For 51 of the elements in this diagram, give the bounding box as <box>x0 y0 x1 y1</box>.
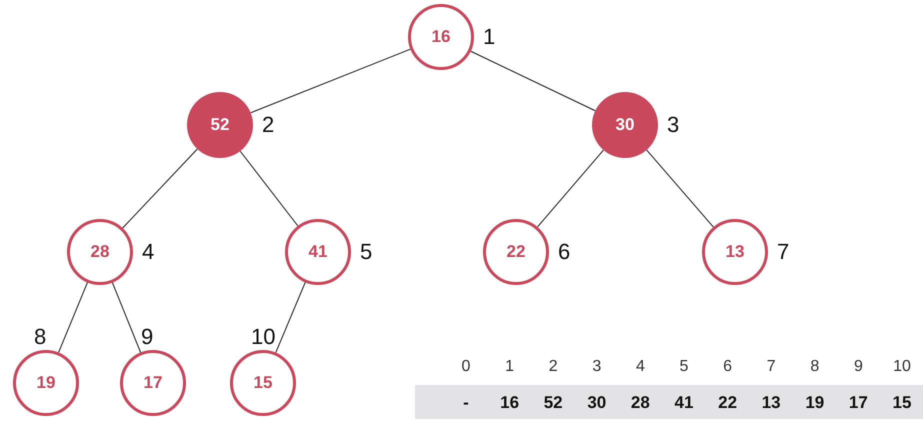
array-index: 9 <box>852 359 864 375</box>
index-number: 9 <box>141 326 154 348</box>
array-value: 13 <box>760 394 782 411</box>
index-number: 3 <box>667 114 680 136</box>
index-number: 7 <box>777 241 790 263</box>
array-index: 0 <box>460 359 472 375</box>
array-index: 6 <box>722 359 734 375</box>
tree-node: 41 <box>285 219 351 285</box>
index-number: 10 <box>251 326 276 348</box>
tree-node: 22 <box>483 219 549 285</box>
highlighted-tree-node: 52 <box>187 92 253 158</box>
tree-edge <box>470 50 596 112</box>
index-number: 6 <box>558 241 570 263</box>
tree-node: 17 <box>120 350 186 416</box>
array-value: 22 <box>717 394 738 411</box>
array-value: 16 <box>499 394 520 411</box>
array-value: 52 <box>542 394 564 411</box>
array-index: 3 <box>591 359 602 375</box>
tree-edge <box>240 150 298 226</box>
index-number: 4 <box>142 241 154 263</box>
tree-node: 28 <box>67 219 133 285</box>
tree-edge <box>250 48 411 114</box>
tree-node: 13 <box>702 219 768 285</box>
array-index: 2 <box>548 359 559 375</box>
array-value: 28 <box>630 394 651 411</box>
tree-edge <box>275 282 306 354</box>
tree-edge <box>122 148 198 229</box>
array-index: 10 <box>892 359 912 375</box>
index-number: 8 <box>34 326 46 348</box>
tree-node: 15 <box>230 350 296 416</box>
array-index: 5 <box>678 359 690 375</box>
index-number: 2 <box>262 114 274 136</box>
array-index: 7 <box>766 359 777 375</box>
tree-node: 19 <box>13 350 79 416</box>
index-number: 1 <box>483 26 496 48</box>
tree-edge <box>58 282 88 353</box>
tree-edge <box>112 282 142 353</box>
array-index: 8 <box>809 359 820 375</box>
array-value: 15 <box>892 394 912 411</box>
array-value: 19 <box>804 394 826 411</box>
array-value: 17 <box>848 394 869 411</box>
array-value: 41 <box>674 394 694 411</box>
index-number: 5 <box>360 241 372 263</box>
tree-edge <box>537 150 604 228</box>
array-value: 30 <box>586 394 608 411</box>
tree-edge <box>646 149 714 228</box>
tree-node: 16 <box>408 4 474 70</box>
array-index: 1 <box>504 359 516 375</box>
array-index: 4 <box>634 359 646 375</box>
highlighted-tree-node: 30 <box>592 92 658 158</box>
array-value: - <box>462 394 470 411</box>
